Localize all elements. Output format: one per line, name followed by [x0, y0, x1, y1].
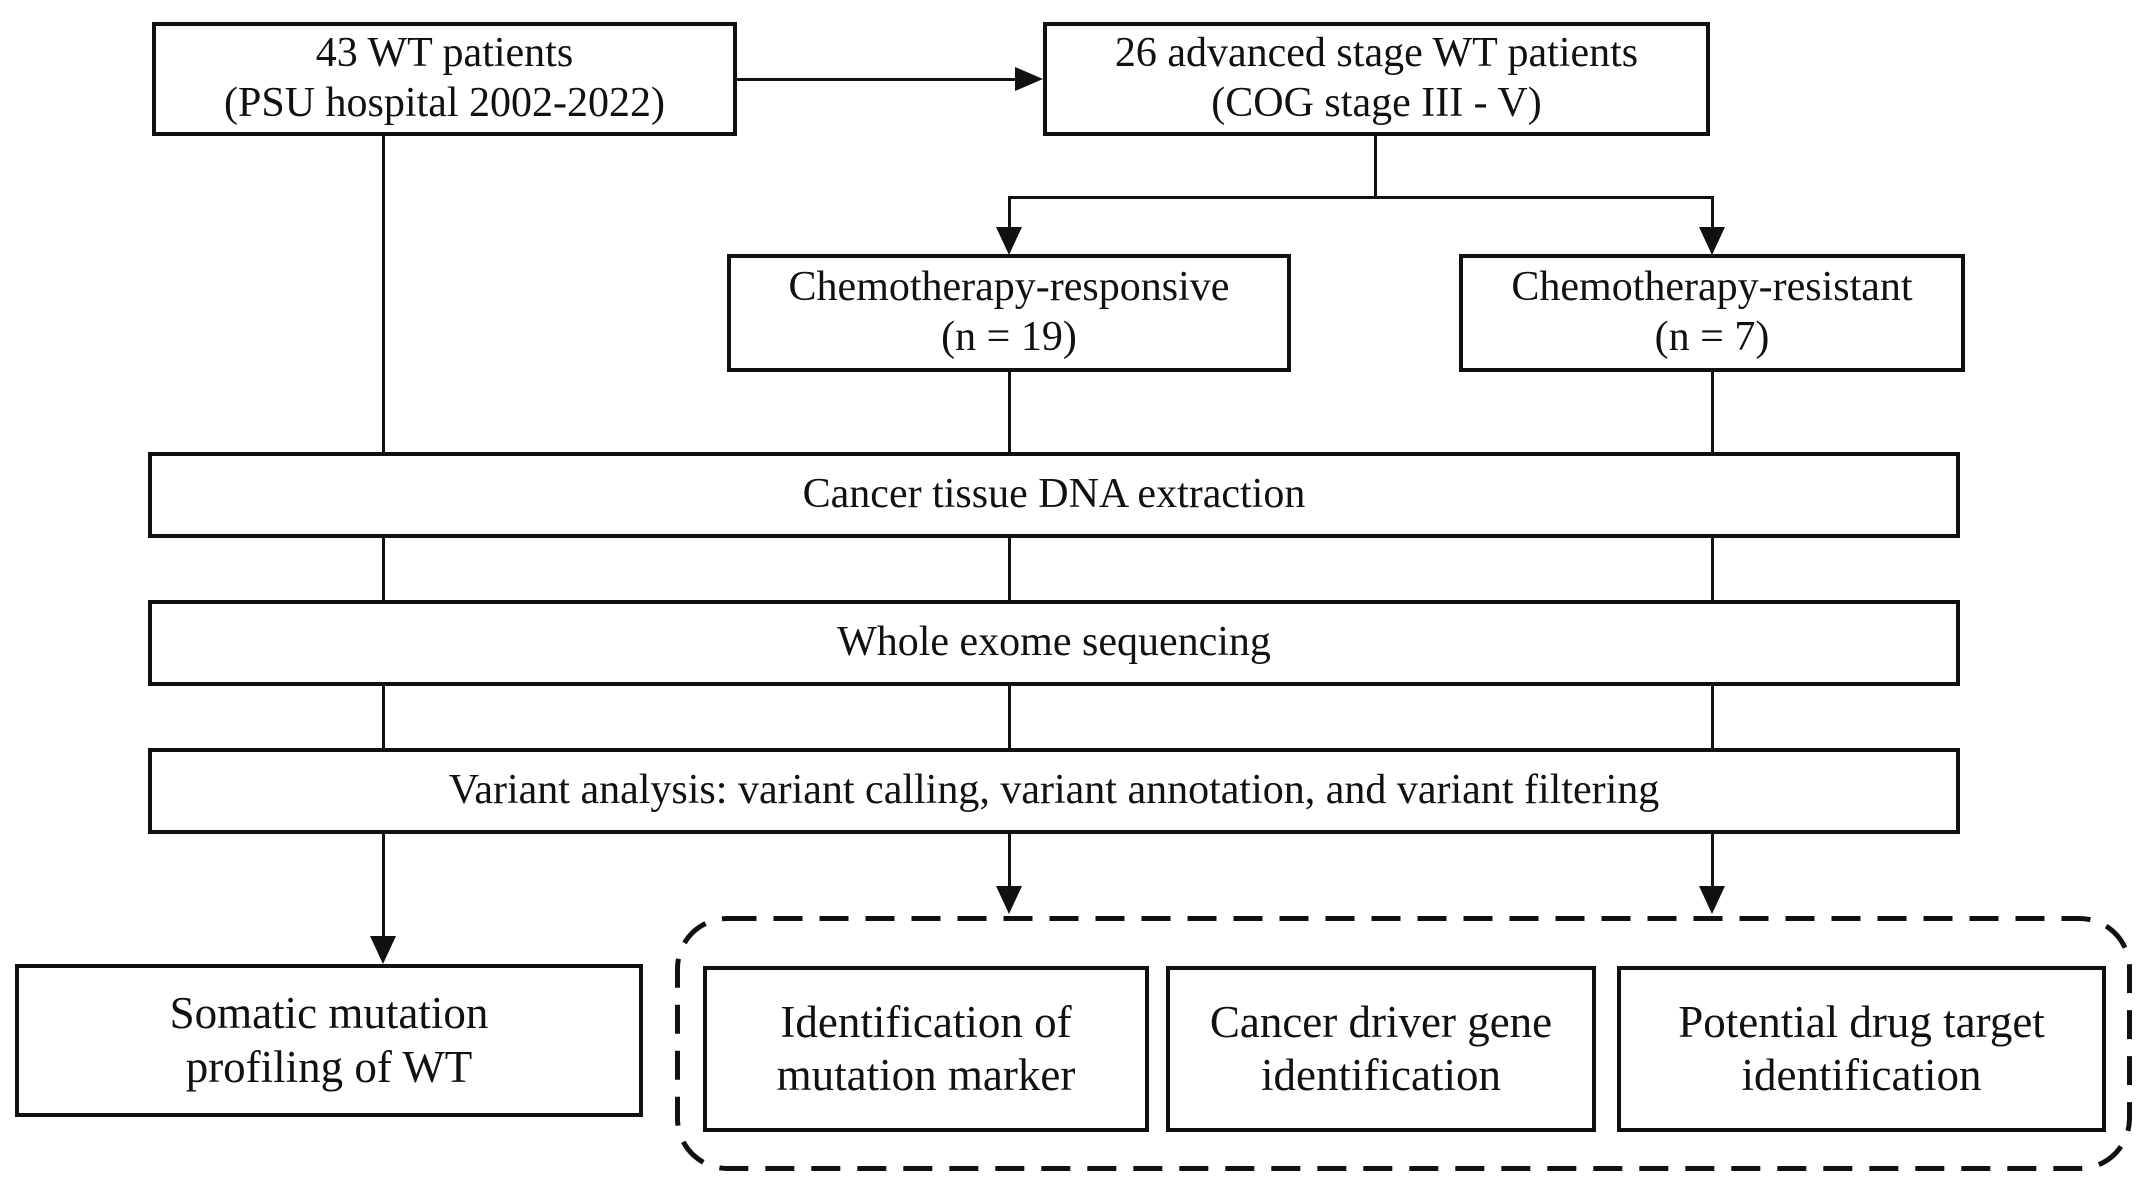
- arrowhead-to-resistant: [1699, 227, 1725, 255]
- node-somatic-profiling: Somatic mutation profiling of WT: [15, 964, 643, 1117]
- connector-advanced-down: [1374, 136, 1377, 199]
- connector-responsive-column-3: [1008, 686, 1011, 748]
- node-mutation-marker-line1: Identification of: [780, 996, 1072, 1047]
- node-cohort-line1: 43 WT patients: [315, 30, 574, 77]
- connector-branch-to-resistant: [1711, 197, 1714, 230]
- node-advanced-stage: 26 advanced stage WT patients (COG stage…: [1043, 22, 1710, 136]
- node-cohort: 43 WT patients (PSU hospital 2002-2022): [152, 22, 737, 136]
- connector-resistant-column-1: [1711, 372, 1714, 452]
- node-driver-gene: Cancer driver gene identification: [1166, 966, 1596, 1132]
- node-drug-target-line1: Potential drug target: [1678, 996, 2045, 1047]
- node-chemo-responsive-line2: (n = 19): [941, 314, 1077, 360]
- node-mutation-marker: Identification of mutation marker: [703, 966, 1149, 1132]
- arrowhead-to-somatic-profiling: [370, 936, 396, 964]
- arrowhead-to-responsive: [996, 227, 1022, 255]
- node-drug-target: Potential drug target identification: [1617, 966, 2106, 1132]
- connector-responsive-column-4: [1008, 834, 1011, 888]
- arrowhead-cohort-to-advanced: [1015, 67, 1043, 91]
- node-chemo-resistant-line1: Chemotherapy-resistant: [1511, 264, 1913, 311]
- node-chemo-responsive: Chemotherapy-responsive (n = 19): [727, 254, 1291, 372]
- node-somatic-profiling-line1: Somatic mutation: [169, 988, 489, 1039]
- connector-branch-to-responsive: [1008, 197, 1011, 230]
- node-dna-extraction-label: Cancer tissue DNA extraction: [802, 471, 1306, 518]
- node-advanced-stage-line2: (COG stage III - V): [1211, 80, 1542, 126]
- connector-responsive-column-1: [1008, 372, 1011, 452]
- connector-cohort-to-advanced: [737, 78, 1016, 81]
- connector-resistant-column-3: [1711, 686, 1714, 748]
- connector-responsive-column-2: [1008, 538, 1011, 600]
- arrowhead-resistant-to-group: [1699, 886, 1725, 914]
- node-somatic-profiling-line2: profiling of WT: [185, 1041, 473, 1092]
- node-mutation-marker-line2: mutation marker: [776, 1050, 1076, 1100]
- node-variant-analysis-label: Variant analysis: variant calling, varia…: [448, 767, 1660, 814]
- arrowhead-responsive-to-group: [996, 886, 1022, 914]
- connector-cohort-column-2: [382, 538, 385, 600]
- node-cohort-line2: (PSU hospital 2002-2022): [224, 80, 665, 126]
- node-whole-exome-sequencing: Whole exome sequencing: [148, 600, 1960, 686]
- connector-cohort-column-4: [382, 834, 385, 938]
- node-whole-exome-sequencing-label: Whole exome sequencing: [837, 619, 1271, 666]
- connector-resistant-column-4: [1711, 834, 1714, 888]
- node-drug-target-line2: identification: [1741, 1050, 1982, 1100]
- node-dna-extraction: Cancer tissue DNA extraction: [148, 452, 1960, 538]
- connector-cohort-column-1: [382, 136, 385, 452]
- node-advanced-stage-line1: 26 advanced stage WT patients: [1114, 30, 1639, 77]
- connector-branch-horizontal: [1008, 196, 1714, 199]
- connector-cohort-column-3: [382, 686, 385, 748]
- node-variant-analysis: Variant analysis: variant calling, varia…: [148, 748, 1960, 834]
- connector-resistant-column-2: [1711, 538, 1714, 600]
- node-chemo-responsive-line1: Chemotherapy-responsive: [788, 264, 1230, 311]
- node-chemo-resistant-line2: (n = 7): [1654, 314, 1770, 360]
- node-driver-gene-line1: Cancer driver gene: [1209, 996, 1553, 1047]
- node-chemo-resistant: Chemotherapy-resistant (n = 7): [1459, 254, 1965, 372]
- node-driver-gene-line2: identification: [1261, 1050, 1501, 1100]
